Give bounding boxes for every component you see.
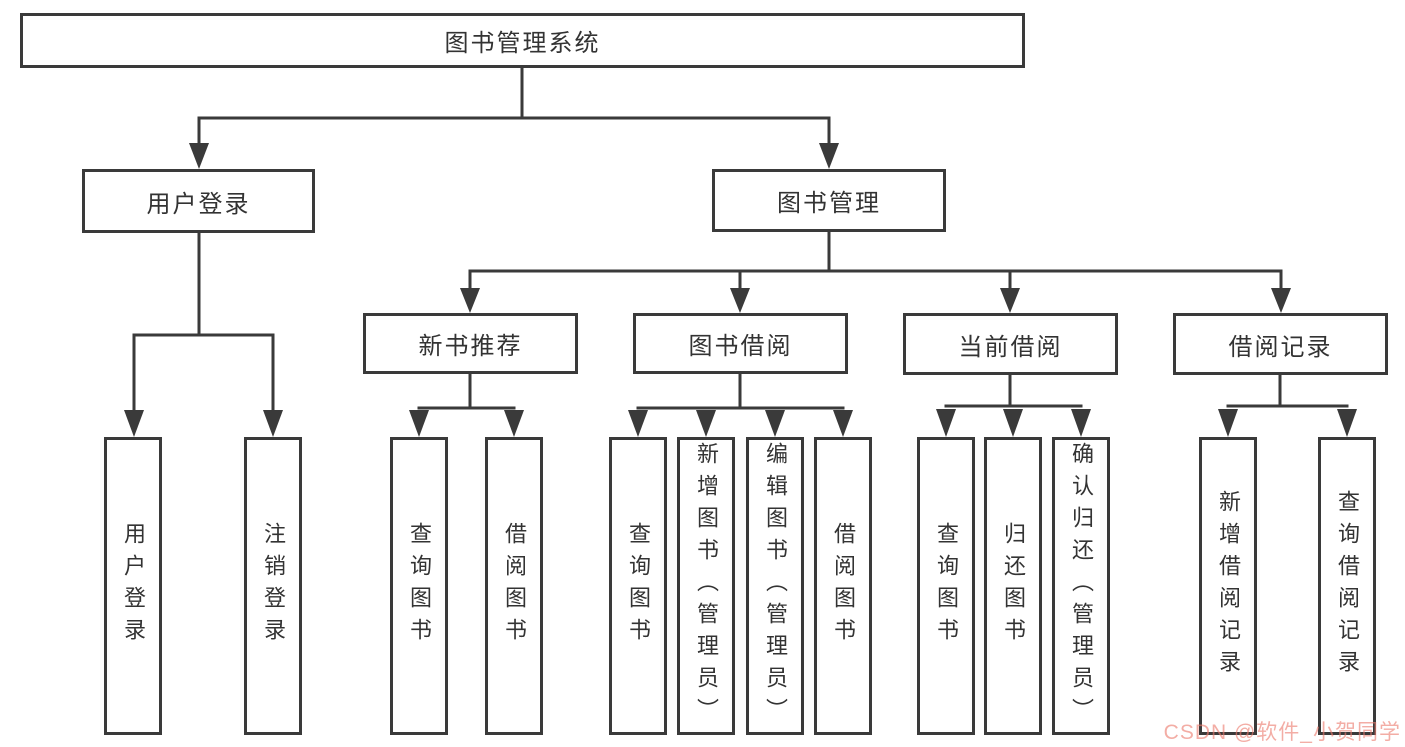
node-borrowing-records: 借阅记录	[1173, 313, 1388, 375]
node-book-management: 图书管理	[712, 169, 946, 232]
arrowhead-icons	[124, 143, 1357, 437]
node-library-management-system: 图书管理系统	[20, 13, 1025, 68]
node-label: 用户登录	[146, 190, 251, 218]
node-label: 图书管理系统	[444, 30, 601, 57]
node-label: 新书推荐	[418, 333, 523, 360]
node-label: 当前借阅	[958, 333, 1063, 361]
node-label: 新增图书（管理员）	[694, 442, 719, 730]
node-label: 新增借阅记录	[1216, 490, 1241, 682]
node-book-borrowing: 图书借阅	[633, 313, 848, 374]
node-label: 确认归还（管理员）	[1069, 442, 1094, 730]
node-current-borrowing: 当前借阅	[903, 313, 1118, 375]
node-label: 归还图书	[1001, 522, 1026, 650]
node-label: 编辑图书（管理员）	[763, 442, 788, 730]
node-user-login: 用户登录	[82, 169, 315, 233]
node-add-books-admin: 新增图书（管理员）	[677, 437, 735, 735]
node-borrow-books-recommend: 借阅图书	[485, 437, 543, 735]
node-user-login-leaf: 用户登录	[104, 437, 162, 735]
node-query-books-current: 查询图书	[917, 437, 975, 735]
node-borrow-books-borrowing: 借阅图书	[814, 437, 872, 735]
node-label: 借阅图书	[831, 522, 856, 650]
node-add-borrow-record: 新增借阅记录	[1199, 437, 1257, 735]
node-new-book-recommendation: 新书推荐	[363, 313, 578, 374]
node-label: 图书借阅	[688, 333, 793, 360]
node-label: 借阅图书	[502, 522, 527, 650]
node-logout: 注销登录	[244, 437, 302, 735]
node-edit-books-admin: 编辑图书（管理员）	[746, 437, 804, 735]
node-label: 图书管理	[777, 190, 881, 217]
node-label: 查询图书	[626, 522, 651, 650]
node-label: 查询借阅记录	[1335, 490, 1360, 682]
node-label: 查询图书	[407, 522, 432, 650]
csdn-watermark: CSDN @软件_小贺同学	[1163, 721, 1401, 744]
node-label: 查询图书	[934, 522, 959, 650]
node-label: 用户登录	[121, 522, 146, 650]
node-query-books-recommend: 查询图书	[390, 437, 448, 735]
node-return-books: 归还图书	[984, 437, 1042, 735]
node-label: 注销登录	[261, 522, 286, 650]
node-confirm-return-admin: 确认归还（管理员）	[1052, 437, 1110, 735]
node-label: 借阅记录	[1228, 333, 1333, 361]
node-query-borrow-record: 查询借阅记录	[1318, 437, 1376, 735]
node-query-books-borrowing: 查询图书	[609, 437, 667, 735]
